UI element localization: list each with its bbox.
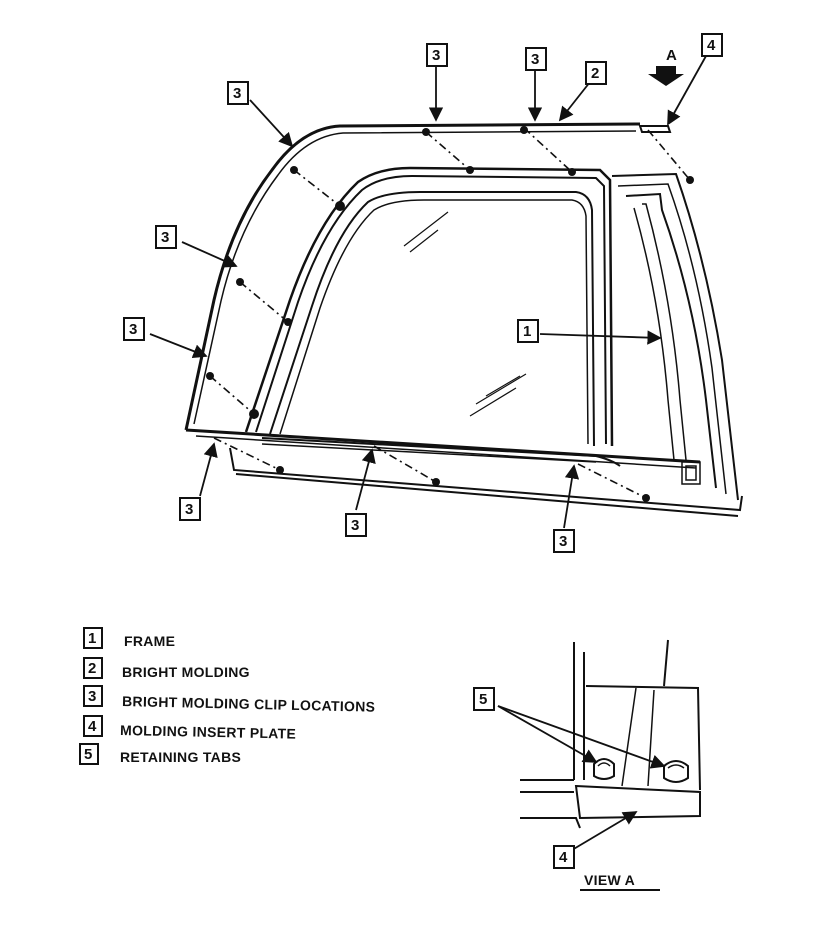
svg-text:4: 4: [707, 37, 716, 54]
retaining-tab-left: [593, 758, 615, 780]
svg-text:5: 5: [84, 746, 92, 763]
svg-text:3: 3: [88, 688, 96, 705]
callout-3-left-c: 3: [123, 317, 145, 341]
legend: 1 FRAME 2 BRIGHT MOLDING 3 BRIGHT MOLDIN…: [79, 627, 375, 765]
molding-insert-plate: [638, 125, 672, 133]
svg-text:MOLDING INSERT PLATE: MOLDING INSERT PLATE: [120, 722, 296, 742]
callout-3-left-a: 3: [227, 81, 249, 105]
svg-text:2: 2: [591, 65, 599, 82]
rear-channel: [611, 172, 739, 501]
svg-text:3: 3: [161, 229, 169, 246]
callout-3-bottom-a: 3: [179, 497, 201, 521]
svg-text:3: 3: [351, 517, 359, 534]
svg-text:BRIGHT MOLDING: BRIGHT MOLDING: [122, 664, 250, 680]
legend-item-bright-molding: 2 BRIGHT MOLDING: [83, 657, 250, 680]
svg-text:1: 1: [523, 323, 531, 340]
svg-text:RETAINING TABS: RETAINING TABS: [120, 749, 241, 765]
svg-text:BRIGHT MOLDING CLIP LOCATIONS: BRIGHT MOLDING CLIP LOCATIONS: [122, 693, 375, 715]
svg-text:3: 3: [233, 85, 241, 102]
svg-text:3: 3: [129, 321, 137, 338]
svg-text:1: 1: [88, 630, 96, 647]
legend-item-frame: 1 FRAME: [83, 627, 175, 649]
view-a-arrow: A: [648, 47, 684, 86]
callout-4-top: 4: [701, 33, 723, 57]
callout-leaders: [149, 55, 707, 529]
window-frame: [244, 166, 614, 447]
callout-2: 2: [585, 61, 607, 85]
svg-text:4: 4: [559, 849, 568, 866]
svg-text:2: 2: [88, 660, 96, 677]
svg-text:3: 3: [432, 47, 440, 64]
callout-5: 5: [473, 687, 495, 711]
callout-3-bottom-c: 3: [553, 529, 575, 553]
callout-3-top-a: 3: [426, 43, 448, 67]
svg-text:4: 4: [88, 718, 97, 735]
clip-dash-lines: [209, 127, 691, 499]
legend-item-insert-plate: 4 MOLDING INSERT PLATE: [83, 715, 296, 742]
legend-item-retaining-tabs: 5 RETAINING TABS: [79, 743, 241, 765]
svg-text:A: A: [666, 47, 677, 64]
retaining-tab-right: [663, 760, 689, 783]
legend-item-clip-locations: 3 BRIGHT MOLDING CLIP LOCATIONS: [83, 685, 375, 715]
window-glass: [269, 191, 595, 447]
view-a-detail: 5 4 VIEW A: [473, 639, 701, 891]
callout-3-top-b: 3: [525, 47, 547, 71]
svg-text:3: 3: [559, 533, 567, 550]
svg-text:3: 3: [185, 501, 193, 518]
callout-3-left-b: 3: [155, 225, 177, 249]
view-a-title: VIEW A: [584, 872, 635, 888]
svg-text:FRAME: FRAME: [124, 633, 175, 649]
clip-markers: [206, 126, 694, 502]
window-assembly: [184, 122, 743, 517]
callout-1: 1: [517, 319, 539, 343]
callout-4-view: 4: [553, 845, 575, 869]
svg-text:3: 3: [531, 51, 539, 68]
svg-text:5: 5: [479, 691, 487, 708]
callout-3-bottom-b: 3: [345, 513, 367, 537]
